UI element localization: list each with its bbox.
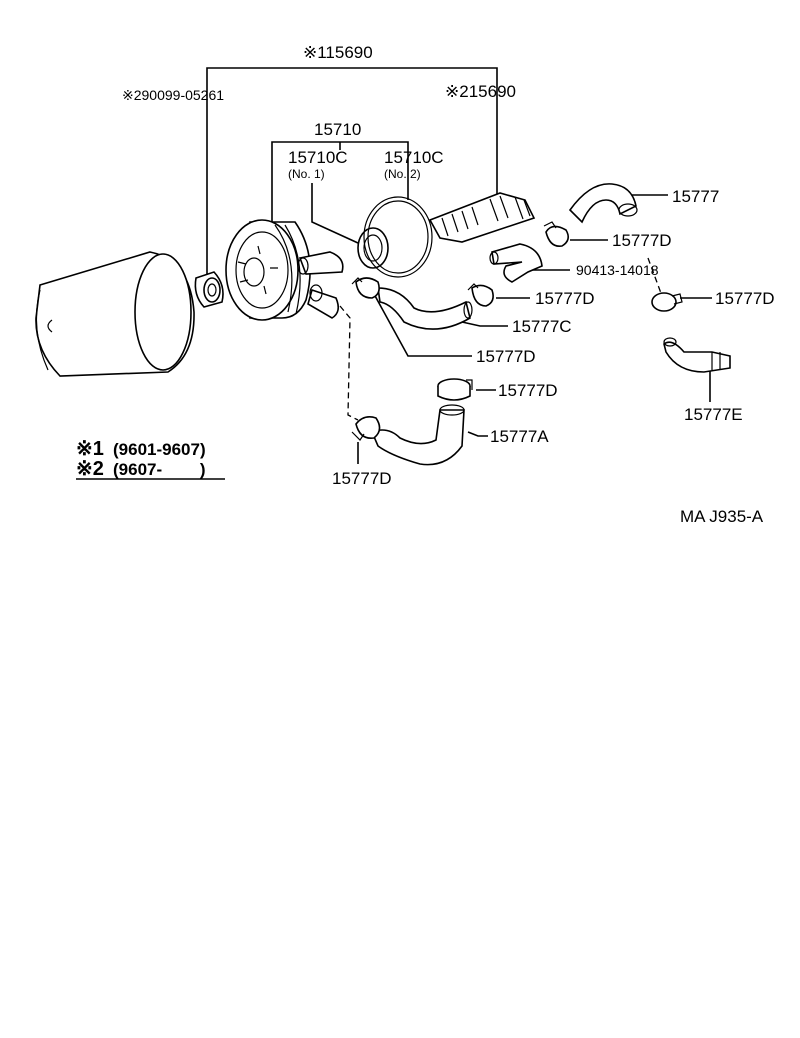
clamp-15777d-right	[651, 292, 683, 312]
label-15777d-b: 15777D	[535, 289, 595, 308]
hose-15777c	[377, 287, 473, 330]
o-ring-15710c-no1	[357, 227, 389, 269]
cooler-pipe-lower	[307, 284, 340, 319]
leader-15710	[271, 141, 409, 222]
oil-cooler-15710	[225, 219, 311, 321]
label-15710: 15710	[314, 120, 361, 139]
label-15777d-c: 15777D	[715, 289, 775, 308]
legend-row2-range: (9607- )	[113, 460, 206, 479]
label-15777d-d: 15777D	[476, 347, 536, 366]
label-15710c-no2-note: (No. 2)	[384, 167, 421, 181]
leader-15777d-d	[373, 293, 472, 357]
clamp-15777d-mid	[467, 283, 494, 307]
union-bolt-215690	[428, 192, 536, 243]
leader-15710c-no1	[311, 183, 359, 244]
washer-290099	[194, 271, 224, 308]
hose-15777	[568, 183, 638, 224]
label-15710c-no2: 15710C	[384, 148, 444, 167]
legend-row1-mark: ※1	[76, 438, 104, 460]
legend: ※1 (9601-9607) ※2 (9607- )	[76, 438, 225, 480]
label-215690: ※215690	[445, 82, 516, 101]
dashed-guide-lower	[339, 305, 359, 421]
label-15777c: 15777C	[512, 317, 572, 336]
clamp-15777d-top-a	[437, 378, 473, 401]
label-15777d-a: 15777D	[612, 231, 672, 250]
label-15777e: 15777E	[684, 405, 743, 424]
label-15710c-no1: 15710C	[288, 148, 348, 167]
leader-15777d-c	[647, 257, 712, 299]
legend-row2-mark: ※2	[76, 458, 104, 480]
label-15777d-f: 15777D	[332, 469, 392, 488]
hose-15777e	[663, 337, 731, 373]
label-90413-14018: 90413-14018	[576, 262, 659, 278]
clamp-15777d-bottom-a	[351, 416, 381, 441]
label-15710c-no1-note: (No. 1)	[288, 167, 325, 181]
clamp-15777d-upper	[543, 221, 570, 248]
legend-row1-range: (9601-9607)	[113, 440, 206, 459]
label-15777d-e: 15777D	[498, 381, 558, 400]
label-15777: 15777	[672, 187, 719, 206]
hose-15777a	[370, 404, 465, 466]
leader-15777a	[467, 431, 488, 437]
cooler-pipe-upper	[297, 251, 344, 275]
figure-code: MA J935-A	[680, 507, 764, 526]
leader-15777c	[461, 321, 508, 327]
label-115690: ※115690	[303, 43, 373, 62]
pipe-90413-14018	[489, 243, 543, 283]
oil-filter	[35, 251, 195, 377]
clamp-15777d-left	[351, 277, 380, 299]
label-290099-05261: ※290099-05261	[122, 87, 224, 103]
assembly-bracket-115690	[206, 67, 498, 275]
label-15777a: 15777A	[490, 427, 549, 446]
gasket-15710c-no2	[363, 196, 433, 278]
